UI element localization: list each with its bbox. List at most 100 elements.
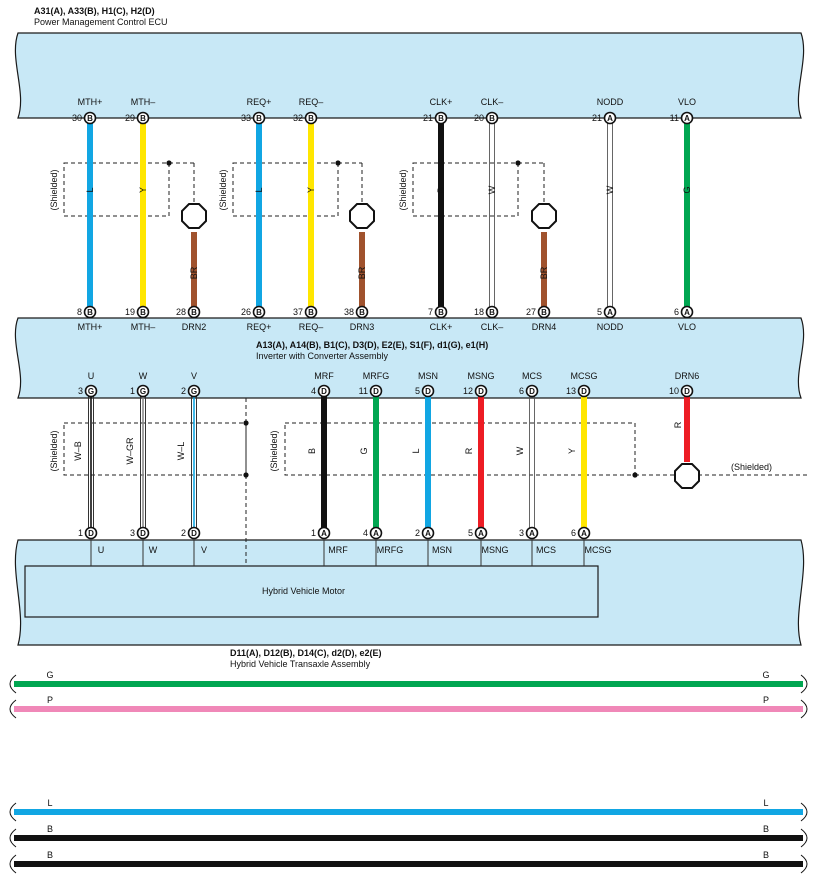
sensor-bottom-pin-2-num: 2	[415, 528, 420, 538]
ecu-pin-0-num: 30	[72, 113, 82, 123]
power-top-label-1: W	[139, 371, 148, 381]
transaxle-wire-label-right-1: P	[763, 695, 769, 705]
ecu-pin-6-circle	[434, 111, 448, 125]
ecu-terminal-label-3: REQ+	[247, 97, 272, 107]
shield-junction-2	[515, 160, 521, 166]
ecu-pin-9: A21	[592, 111, 617, 125]
inv-pin-9-circle	[603, 305, 617, 319]
transaxle-wire-break-left-0	[9, 674, 17, 694]
inv-pin-9: A5	[597, 305, 617, 319]
inv-pin-0-num: 8	[77, 307, 82, 317]
inv-pin-8: B27	[526, 305, 551, 319]
power-bottom-pin-0-conn: D	[88, 529, 94, 538]
sensor-bottom-pin-1-circle	[369, 526, 383, 540]
sensor-top-pin-3-circle	[474, 384, 488, 398]
ecu-pin-6: B21	[423, 111, 448, 125]
sensor-bottom-label-0: MRF	[328, 545, 348, 555]
ecu-pin-1-circle	[136, 111, 150, 125]
inv-pin-0-conn: B	[87, 308, 93, 317]
ecu-terminal-label-7: CLK–	[481, 97, 504, 107]
ecu-pin-10-circle	[680, 111, 694, 125]
sensor-top-pin-5-circle	[577, 384, 591, 398]
inverter-name: Inverter with Converter Assembly	[256, 351, 389, 361]
inv-terminal-label-5: DRN3	[350, 322, 375, 332]
drn6-pin: D10	[669, 384, 694, 398]
power-wire-2	[191, 391, 197, 533]
sensor-top-pin-4: D6	[519, 384, 539, 398]
inverter-connectors: A13(A), A14(B), B1(C), D3(D), E2(E), S1(…	[256, 340, 488, 350]
sensor-top-label-2: MSN	[418, 371, 438, 381]
power-top-pin-2-conn: G	[191, 387, 197, 396]
power-top-pin-1-conn: G	[140, 387, 146, 396]
power-bottom-label-0: U	[98, 545, 105, 555]
shield-sensor	[284, 422, 636, 476]
ecu-terminal-label-6: CLK+	[430, 97, 453, 107]
ecu-pin-3: B33	[241, 111, 266, 125]
wire-color-label-0: L	[85, 187, 95, 192]
inv-terminal-label-3: REQ+	[247, 322, 272, 332]
shielded-label-sensor: (Shielded)	[269, 430, 279, 471]
inv-pin-6: B7	[428, 305, 448, 319]
transaxle-wire-break-left-2	[9, 802, 17, 822]
transaxle-wire-label-left-4: B	[47, 850, 53, 860]
transaxle-wire-break-left-4	[9, 854, 17, 874]
inv-pin-5: B 38	[344, 305, 369, 319]
drain-ground-8	[531, 203, 557, 229]
power-bottom-pin-1-conn: D	[140, 529, 146, 538]
ecu-pin-4-circle	[304, 111, 318, 125]
transaxle-wire-break-right-1	[800, 699, 808, 719]
drn6-pin-circle	[680, 384, 694, 398]
sensor-bottom-pin-4-num: 3	[519, 528, 524, 538]
sensor-bottom-pin-1-num: 4	[363, 528, 368, 538]
power-top-pin-2-circle	[187, 384, 201, 398]
wire-color-label-10: G	[682, 186, 692, 193]
inv-pin-4-num: 37	[293, 307, 303, 317]
power-top-pin-1-circle	[136, 384, 150, 398]
inv-pin-10-circle	[680, 305, 694, 319]
sensor-bottom-pin-4: A3	[519, 526, 539, 540]
ecu-terminal-label-0: MTH+	[78, 97, 103, 107]
sensor-top-pin-4-conn: D	[529, 387, 535, 396]
power-bottom-label-2: V	[201, 545, 207, 555]
inv-terminal-label-4: REQ–	[299, 322, 324, 332]
drain-color-label-8: BR	[539, 266, 549, 279]
power-top-pin-0-circle	[84, 384, 98, 398]
sensor-bottom-pin-1: A4	[363, 526, 383, 540]
sensor-wire-4	[529, 391, 535, 533]
power-top-pin-1: G1	[130, 384, 150, 398]
power-bottom-pin-0: D1	[78, 526, 98, 540]
transaxle-wire-label-left-1: P	[47, 695, 53, 705]
ecu-name: Power Management Control ECU	[34, 17, 168, 27]
drain-color-label-2: BR	[189, 266, 199, 279]
transaxle-wire-label-left-0: G	[46, 670, 53, 680]
drn6-pin-conn: D	[684, 387, 690, 396]
inv-pin-5-num: 38	[344, 307, 354, 317]
inv-pin-1-conn: B	[140, 308, 146, 317]
sensor-top-pin-2-conn: D	[425, 387, 431, 396]
power-top-pin-2-num: 2	[181, 386, 186, 396]
sensor-top-pin-3-conn: D	[478, 387, 484, 396]
shield-pair-0	[63, 162, 170, 217]
inv-pin-5-conn: B	[359, 308, 365, 317]
power-bottom-pin-2-num: 2	[181, 528, 186, 538]
power-bottom-pin-1: D3	[130, 526, 150, 540]
signal-wire-7	[489, 118, 495, 312]
sensor-bottom-pin-4-conn: A	[529, 529, 535, 538]
inv-pin-3-conn: B	[256, 308, 262, 317]
ecu-pin-1-num: 29	[125, 113, 135, 123]
motor-block	[24, 565, 599, 618]
inv-terminal-label-7: CLK–	[481, 322, 504, 332]
sensor-bottom-pin-5-num: 6	[571, 528, 576, 538]
ecu-pin-0: B30	[72, 111, 97, 125]
inv-pin-9-num: 5	[597, 307, 602, 317]
sensor-top-label-4: MCS	[522, 371, 542, 381]
ecu-block	[14, 32, 805, 119]
ecu-pin-3-conn: B	[256, 114, 262, 123]
wire-color-label-6: B	[436, 187, 446, 193]
wire-color-label-3: L	[254, 187, 264, 192]
power-bottom-label-1: W	[149, 545, 158, 555]
transaxle-wire-label-right-2: L	[763, 798, 768, 808]
sensor-top-pin-4-num: 6	[519, 386, 524, 396]
inv-pin-2-conn: B	[191, 308, 197, 317]
